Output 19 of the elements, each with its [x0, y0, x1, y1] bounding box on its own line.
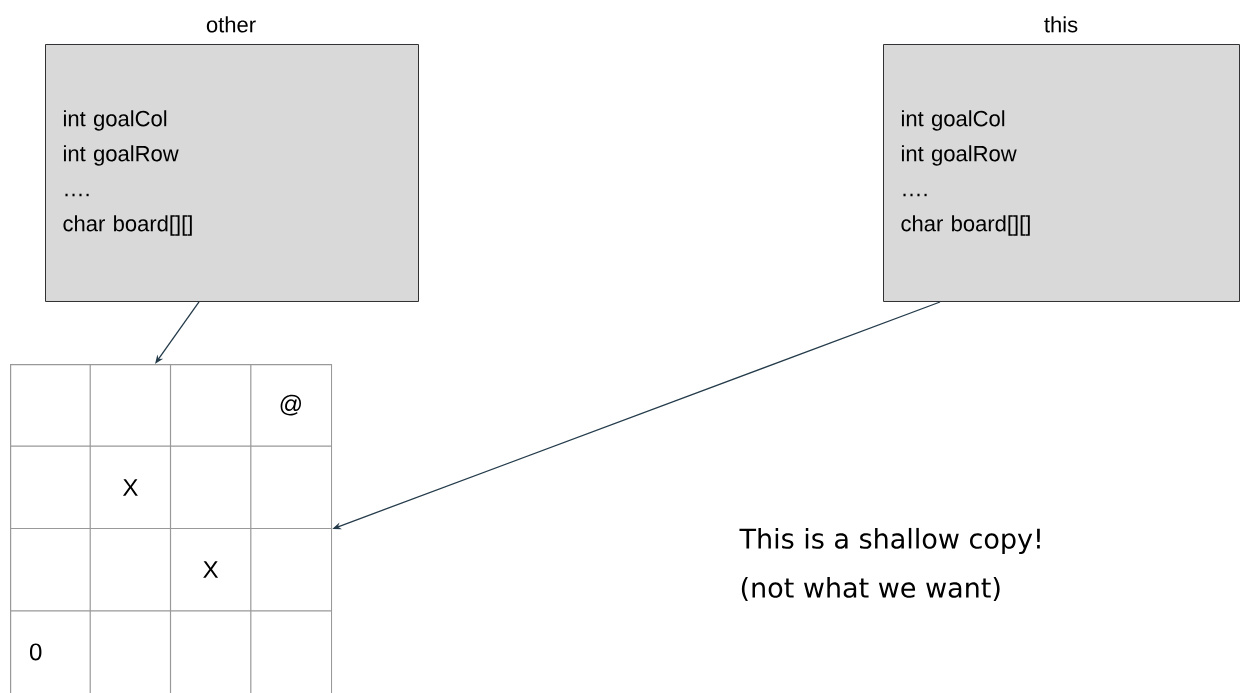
node-label: …. — [65, 193, 89, 197]
arrow — [155, 301, 200, 364]
object-box: int goalCol int goalRow …. char board[][] — [883, 44, 1240, 302]
node-label: int goalCol — [63, 110, 167, 131]
node-label: int goalRow — [901, 145, 1017, 166]
cell-symbol: @ — [280, 394, 301, 416]
object-label: this — [1044, 16, 1078, 33]
cell-symbol: X — [122, 479, 138, 496]
object-box: int goalCol int goalRow …. char board[][] — [45, 44, 419, 302]
note-text: (not what we want) — [741, 576, 1000, 602]
note-text: This is a shallow copy! — [739, 527, 1040, 555]
node-label: int goalRow — [63, 145, 179, 166]
object-label: other — [206, 16, 256, 33]
node-label: char board[][] — [901, 215, 1030, 236]
node-label: char board[][] — [63, 215, 192, 236]
cell-symbol: 0 — [30, 643, 42, 661]
node-label: …. — [903, 193, 927, 197]
node-label: int goalCol — [901, 110, 1005, 131]
cell-symbol: X — [203, 561, 219, 578]
